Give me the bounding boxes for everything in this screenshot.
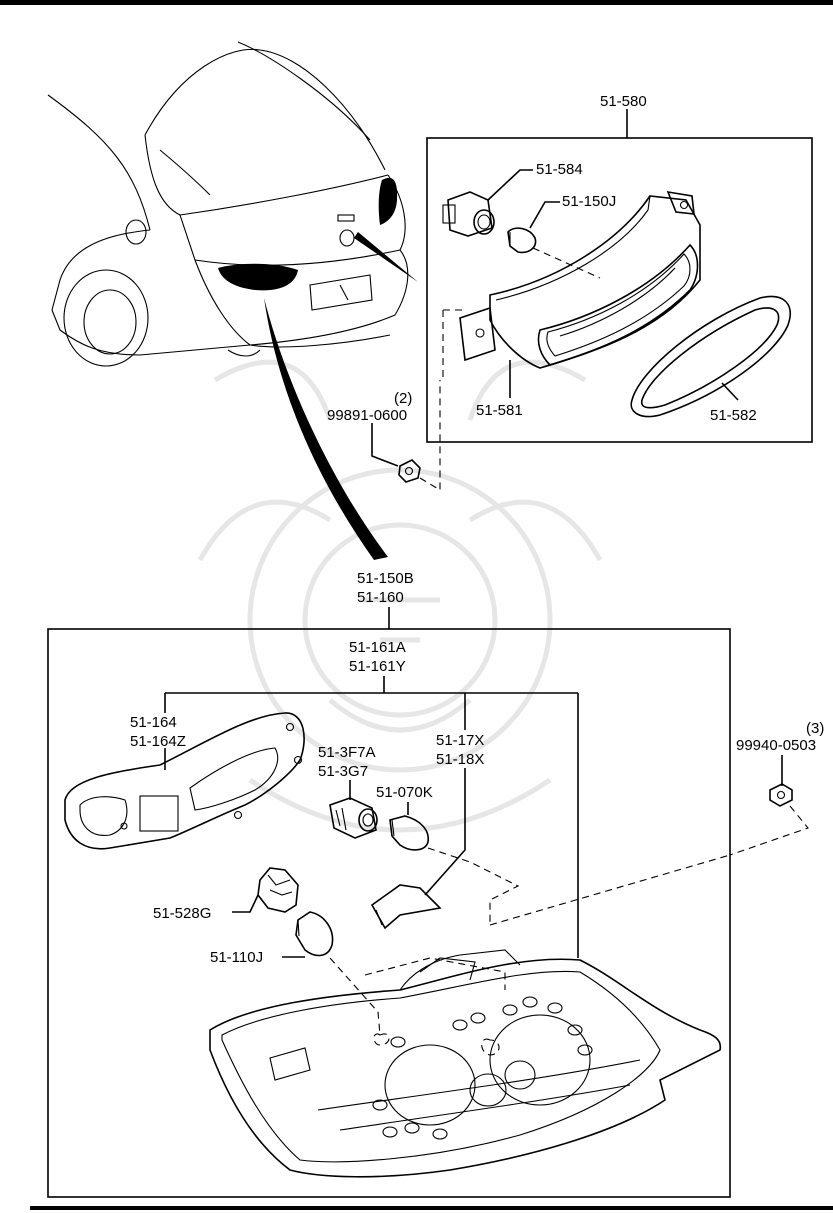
socket-51-528G <box>257 867 299 913</box>
socket-51-3F7A <box>329 797 378 839</box>
label-51-110J: 51-110J <box>210 949 263 966</box>
label-51-584: 51-584 <box>536 161 583 178</box>
car-rear-illustration <box>47 41 418 560</box>
rear-combination-lamp <box>209 949 722 1178</box>
housing-51-581 <box>459 190 701 369</box>
gasket-51-164 <box>64 712 305 850</box>
label-51-150J: 51-150J <box>562 193 616 210</box>
label-99891-0600: 99891-0600 <box>327 407 407 424</box>
label-51-150B: 51-150B <box>357 570 414 587</box>
label-51-164: 51-164 <box>130 714 177 731</box>
label-nut-side-qty: (3) <box>806 720 824 737</box>
nut-99940-0503 <box>769 783 793 807</box>
label-51-580: 51-580 <box>600 93 647 110</box>
lower-assembly-box: 51-161A 51-161Y 51-164 51-164Z 51-3F7A 5… <box>47 628 731 1198</box>
upper-assembly-box: 51-580 51-584 51-150J <box>426 93 813 443</box>
bottom-border <box>30 1206 833 1210</box>
label-51-581: 51-581 <box>476 402 523 419</box>
label-51-582: 51-582 <box>710 407 757 424</box>
top-border <box>0 0 833 5</box>
socket-51-584 <box>442 191 495 237</box>
label-51-528G: 51-528G <box>153 905 211 922</box>
label-99940-0503: 99940-0503 <box>736 737 816 754</box>
label-51-160: 51-160 <box>357 589 404 606</box>
label-51-161Y: 51-161Y <box>349 658 406 675</box>
gasket-51-582 <box>630 295 791 418</box>
label-51-161A: 51-161A <box>349 639 406 656</box>
label-51-3F7A: 51-3F7A <box>318 744 376 761</box>
label-51-18X: 51-18X <box>436 751 484 768</box>
bulb-51-110J <box>295 911 334 957</box>
label-51-17X: 51-17X <box>436 732 484 749</box>
lens-51-17X <box>370 884 442 930</box>
label-nut-top-qty: (2) <box>394 390 412 407</box>
nut-99891-0600 <box>398 459 421 483</box>
label-51-3G7: 51-3G7 <box>318 763 368 780</box>
bulb-51-150J <box>507 227 537 254</box>
label-51-164Z: 51-164Z <box>130 733 186 750</box>
bulb-51-070K <box>389 815 430 851</box>
label-51-070K: 51-070K <box>376 784 433 801</box>
